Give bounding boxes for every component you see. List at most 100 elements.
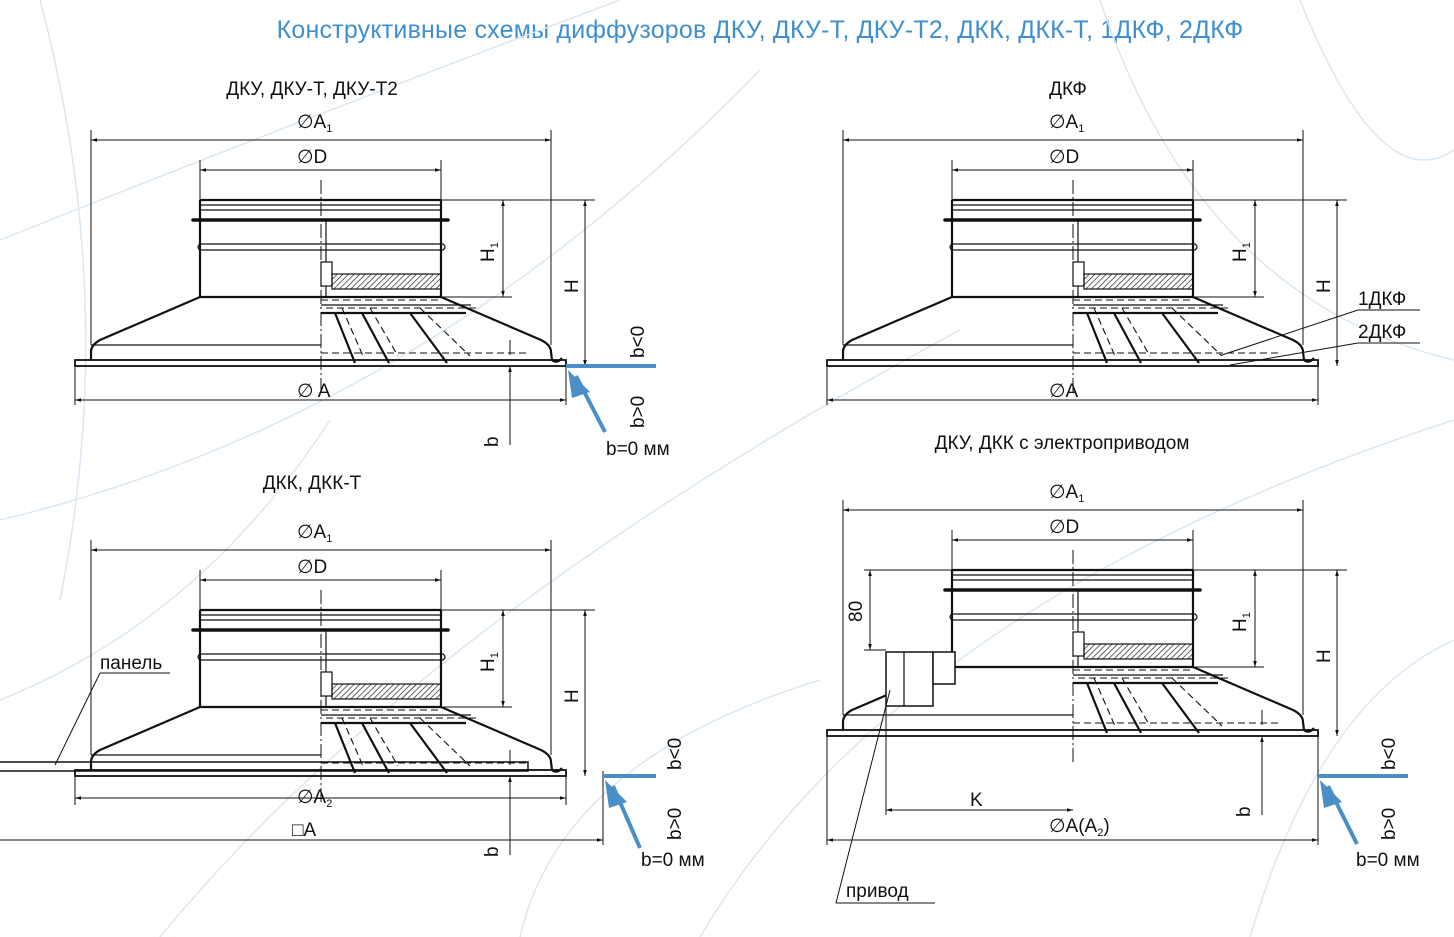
label-a-a2-text: ∅A(A — [1049, 816, 1098, 837]
leader-drive — [835, 689, 891, 904]
blade-hidden — [369, 307, 399, 357]
label-h1-subscript: 1 — [1241, 242, 1253, 248]
label-b-less-text: b<0 — [665, 738, 686, 770]
label-k: K — [970, 790, 983, 811]
leader-panel — [54, 672, 101, 766]
label-b-more-text: b>0 — [1379, 808, 1400, 840]
blade-hidden — [341, 717, 364, 767]
label-panel: панель — [100, 653, 162, 674]
label-h1-subscript: 1 — [489, 652, 501, 658]
blade-hidden — [1121, 677, 1151, 727]
label-h: H — [562, 689, 583, 703]
bead — [949, 613, 1198, 621]
background-curve — [519, 679, 821, 937]
label-a-a2-close: ) — [1103, 816, 1109, 837]
blade-hidden — [419, 717, 471, 767]
blade — [409, 312, 448, 364]
blade — [1113, 682, 1142, 734]
label-h-text: H — [1314, 279, 1335, 293]
label-d: ∅D — [1049, 147, 1079, 168]
label-d: ∅D — [297, 557, 327, 578]
background-curve — [1299, 0, 1454, 161]
label-d-text: ∅D — [1049, 517, 1079, 538]
label-a-text: ∅A — [1049, 381, 1079, 402]
background-curve — [699, 419, 1454, 937]
blade — [1085, 682, 1109, 734]
cone-left — [841, 295, 953, 360]
label-a: ∅A — [1049, 381, 1079, 402]
ceiling-panel — [0, 761, 529, 772]
label-b-text: b — [1234, 806, 1255, 817]
label-h-text: H — [562, 689, 583, 703]
filter-hatch — [331, 273, 442, 290]
label-b-more: b>0 — [1379, 808, 1400, 840]
label-b-zero-text: b=0 мм — [641, 850, 705, 871]
label-b-zero-text: b=0 мм — [606, 439, 670, 460]
label-drive: привод — [846, 881, 909, 902]
background-curve — [0, 69, 761, 521]
label-b-less: b<0 — [665, 738, 686, 770]
bead — [949, 243, 1198, 251]
filter-hatch — [1083, 273, 1194, 290]
panel-title-drive: ДКУ, ДКК с электроприводом — [935, 433, 1190, 454]
label-a1-text: ∅A — [1049, 112, 1079, 133]
damper-bracket — [1072, 261, 1085, 287]
blade-hidden — [341, 307, 364, 357]
label-b-text: b — [482, 846, 503, 857]
panel-title-drive-text: ДКУ, ДКК с электроприводом — [935, 433, 1190, 454]
label-80-text: 80 — [846, 601, 867, 622]
zero-marker-drive: b<0 b>0 b=0 мм — [1318, 738, 1420, 871]
panel-title-dkk-text: ДКК, ДКК-Т — [263, 473, 362, 494]
label-1dkf-text: 1ДКФ — [1358, 289, 1406, 310]
blade-hidden — [1121, 307, 1151, 357]
label-h: H — [1314, 649, 1335, 663]
label-h-text: H — [562, 279, 583, 293]
label-b-zero: b=0 мм — [1356, 850, 1420, 871]
label-h1-text: H — [1230, 248, 1251, 262]
label-a1: ∅A1 — [1049, 112, 1084, 135]
label-a-a2: ∅A(A2) — [1049, 816, 1110, 839]
leader-1dkf — [1221, 309, 1359, 356]
label-b-zero: b=0 мм — [641, 850, 705, 871]
damper-bracket — [320, 671, 333, 697]
zero-arrow-head — [605, 780, 627, 808]
cone-right — [440, 295, 563, 363]
blade — [361, 722, 390, 774]
cone-right — [1192, 665, 1315, 733]
label-a2-text: ∅A — [297, 787, 327, 808]
label-2dkf-text: 2ДКФ — [1358, 322, 1406, 343]
label-b-less-text: b<0 — [628, 326, 649, 358]
label-h: H — [562, 279, 583, 293]
label-a1-subscript: 1 — [326, 533, 332, 545]
label-h1-subscript: 1 — [1241, 612, 1253, 618]
label-h1-text: H — [478, 658, 499, 672]
panel-title-dkf: ДКФ — [1049, 79, 1087, 100]
label-a-text: ∅ A — [297, 381, 331, 402]
label-h1: H1 — [478, 242, 501, 262]
zero-arrow-head — [1320, 780, 1342, 808]
label-h-text: H — [1314, 649, 1335, 663]
label-b: b — [482, 846, 503, 857]
blade-hidden — [1093, 307, 1116, 357]
label-a1-text: ∅A — [297, 522, 327, 543]
label-80: 80 — [846, 601, 867, 622]
label-b: b — [482, 436, 503, 447]
label-b-more-text: b>0 — [628, 396, 649, 428]
blade — [1161, 682, 1200, 734]
label-a2: ∅A2 — [297, 787, 332, 810]
label-d: ∅D — [1049, 517, 1079, 538]
blade — [1085, 312, 1109, 364]
label-a1: ∅A1 — [297, 522, 332, 545]
label-a: ∅ A — [297, 381, 331, 402]
panel-title-dku-text: ДКУ, ДКУ-Т, ДКУ-Т2 — [226, 79, 398, 100]
label-b-less: b<0 — [1379, 738, 1400, 770]
background-curve — [0, 419, 331, 701]
background-curve — [0, 0, 621, 241]
panel-title-dku: ДКУ, ДКУ-Т, ДКУ-Т2 — [226, 79, 398, 100]
label-d-text: ∅D — [297, 557, 327, 578]
zero-marker-dkk: b<0b>0b=0 мм — [603, 738, 705, 871]
